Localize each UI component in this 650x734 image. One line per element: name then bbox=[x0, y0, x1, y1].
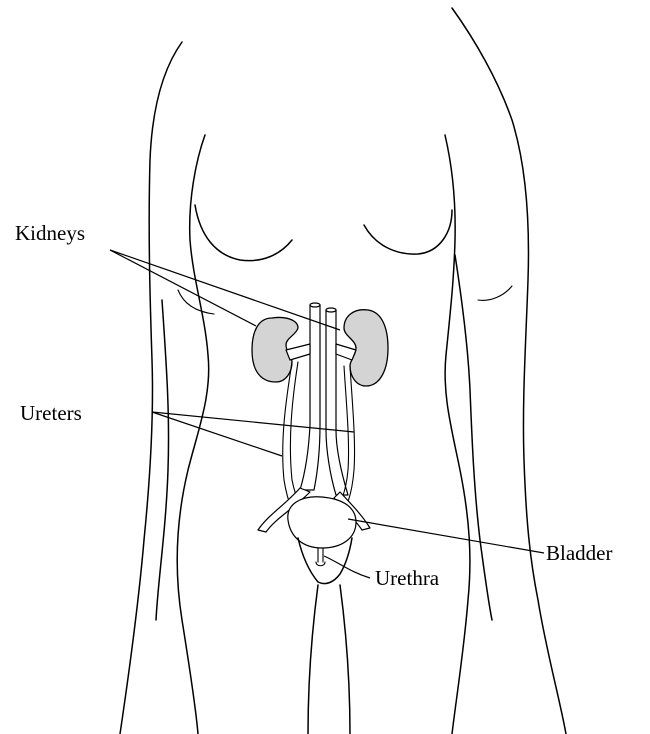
body-outline bbox=[120, 8, 566, 734]
right-waist-hip bbox=[445, 135, 470, 734]
renal-vessels bbox=[286, 344, 356, 360]
left-renal-vessel bbox=[286, 344, 310, 360]
kidneys-leader-to-left-kidney bbox=[110, 250, 256, 326]
bladder-leader bbox=[348, 519, 544, 553]
left-waist-hip bbox=[177, 135, 209, 734]
right-renal-vessel bbox=[336, 344, 356, 360]
bladder-label: Bladder bbox=[546, 541, 612, 565]
right-vessel bbox=[326, 310, 348, 495]
great-vessels bbox=[300, 303, 348, 495]
left-arm-inner-edge bbox=[156, 300, 169, 620]
right-leg-inner bbox=[340, 585, 350, 734]
right-elbow-crease bbox=[478, 286, 512, 300]
urethra-tip bbox=[316, 562, 325, 566]
kidneys-leader-to-right-kidney bbox=[110, 250, 340, 330]
kidneys-label: Kidneys bbox=[15, 221, 85, 245]
ureters-label: Ureters bbox=[20, 401, 82, 425]
left-leg-inner bbox=[308, 585, 318, 734]
left-arm-outer-edge bbox=[120, 42, 182, 734]
right-breast bbox=[364, 210, 452, 254]
left-vessel-opening bbox=[310, 303, 320, 307]
urethra-label: Urethra bbox=[375, 566, 440, 590]
left-vessel bbox=[300, 305, 320, 490]
urethra bbox=[316, 548, 325, 566]
right-arm-inner-edge bbox=[455, 255, 492, 620]
left-breast bbox=[195, 205, 292, 261]
right-vessel-opening bbox=[326, 308, 336, 312]
